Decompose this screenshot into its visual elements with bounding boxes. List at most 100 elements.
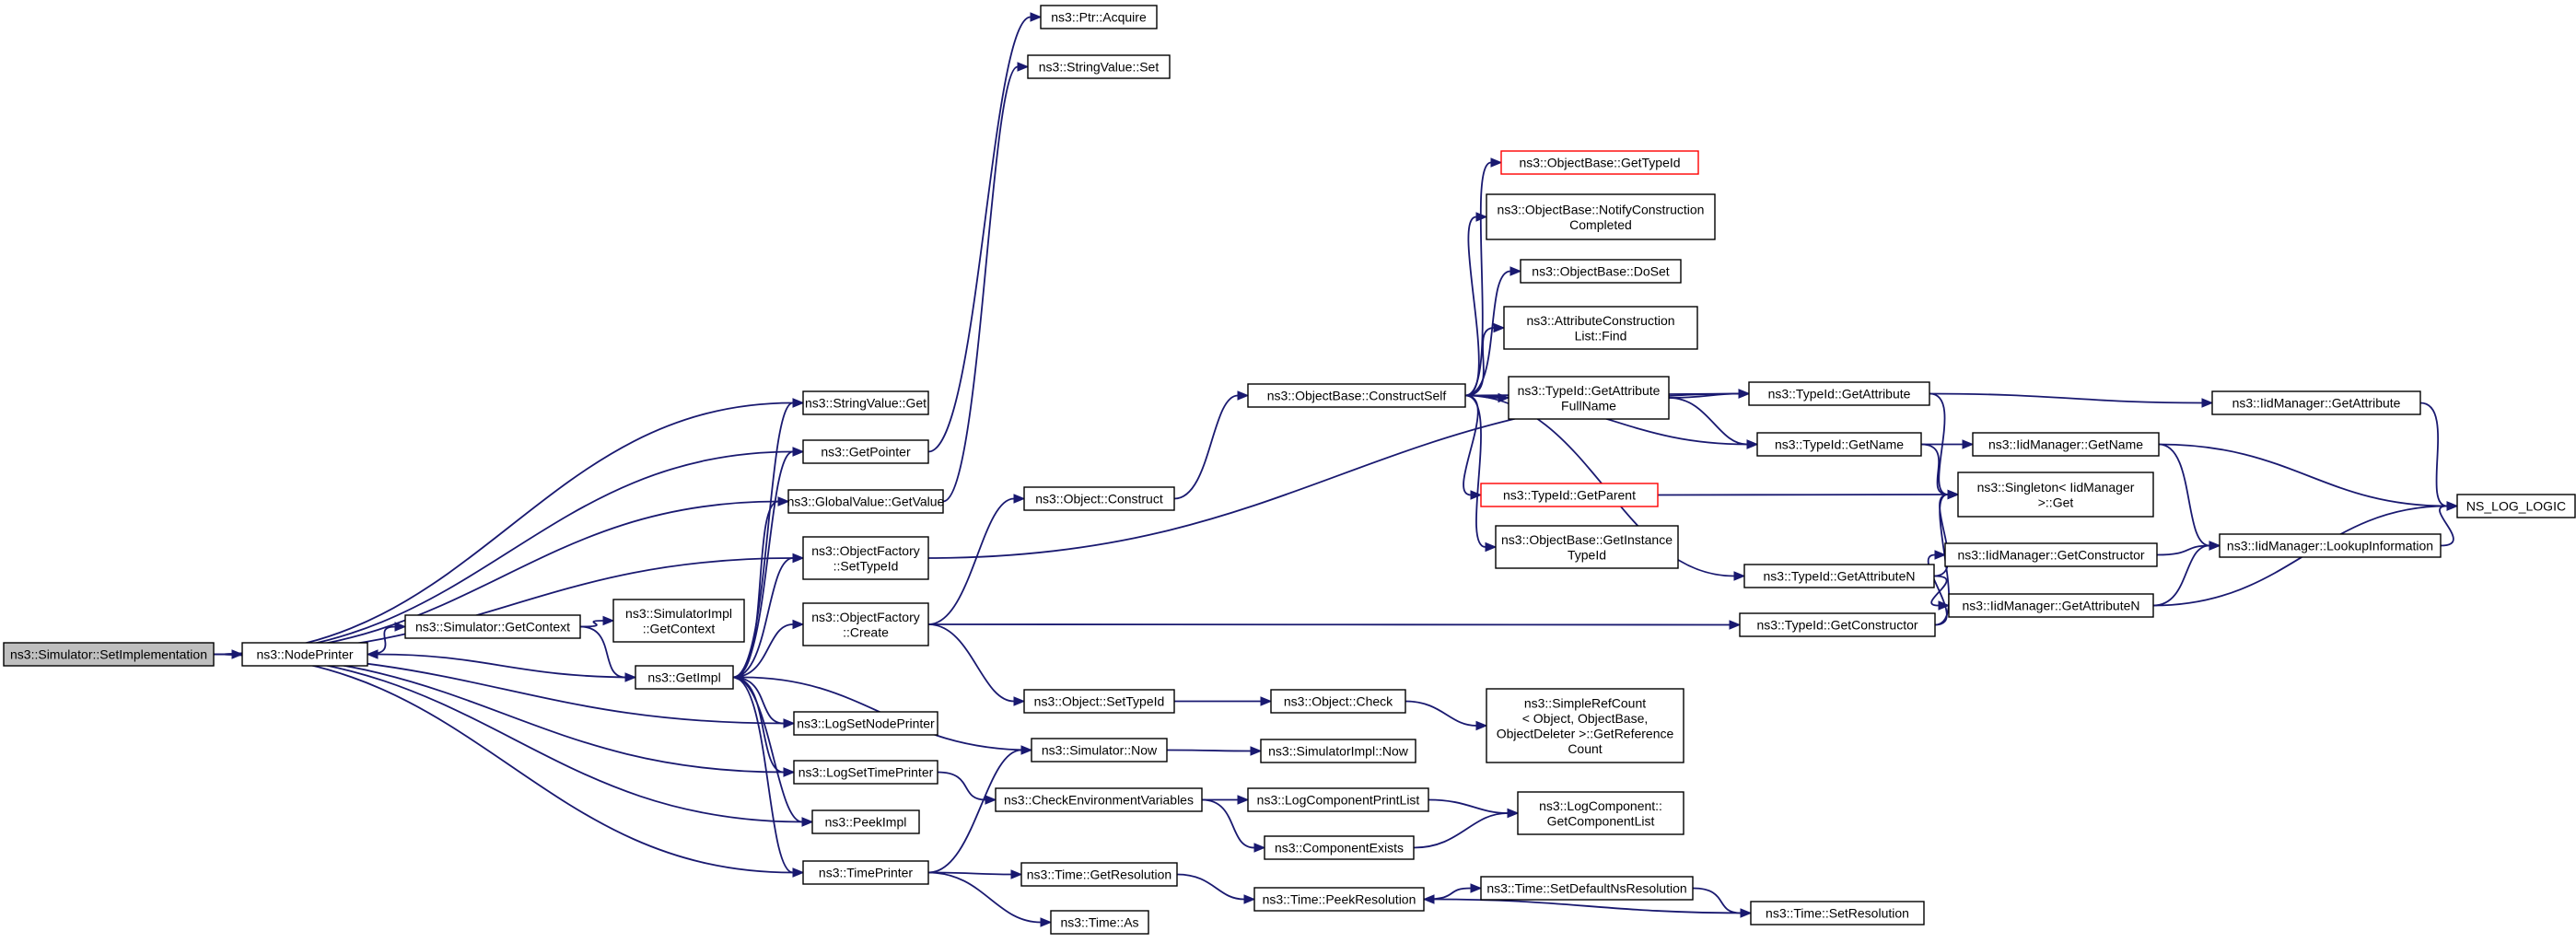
node-getimpl[interactable]: ns3::GetImpl — [635, 665, 734, 690]
node-ob-gettypeid[interactable]: ns3::ObjectBase::GetTypeId — [1500, 150, 1699, 175]
edge-tid_getconstructor-to-iid_getconstructor — [1927, 550, 1948, 626]
node-time-getres[interactable]: ns3::Time::GetResolution — [1020, 862, 1178, 887]
edge-iid_lookupinfo-to-ns_log_logic — [2439, 501, 2459, 547]
node-iid-lookupinfo[interactable]: ns3::IidManager::LookupInformation — [2219, 533, 2442, 558]
node-timeprinter[interactable]: ns3::TimePrinter — [802, 860, 929, 885]
edge-line — [927, 871, 1042, 924]
edge-ob_constructself-to-ob_notify — [1464, 212, 1488, 397]
node-simplerefcount[interactable]: ns3::SimpleRefCount< Object, ObjectBase,… — [1486, 688, 1684, 763]
node-logcomp-getlist[interactable]: ns3::LogComponent::GetComponentList — [1517, 791, 1684, 835]
node-obj-check[interactable]: ns3::Object::Check — [1270, 689, 1406, 714]
node-logcompprintlist[interactable]: ns3::LogComponentPrintList — [1247, 787, 1429, 812]
node-label: < Object, ObjectBase, — [1522, 711, 1649, 726]
node-box — [1027, 54, 1171, 79]
node-ob-doset[interactable]: ns3::ObjectBase::DoSet — [1520, 259, 1682, 284]
node-of-create[interactable]: ns3::ObjectFactory::Create — [802, 602, 929, 646]
node-box — [802, 536, 929, 580]
edge-line — [1920, 443, 1949, 495]
edge-line — [2158, 443, 2210, 547]
node-tid-getattribute[interactable]: ns3::TypeId::GetAttribute — [1748, 381, 1930, 406]
node-label: ns3::Simulator::GetContext — [415, 620, 570, 634]
node-of-settypeid[interactable]: ns3::ObjectFactory::SetTypeId — [802, 536, 929, 580]
node-time-setres[interactable]: ns3::Time::SetResolution — [1750, 901, 1925, 926]
node-tid-getparent[interactable]: ns3::TypeId::GetParent — [1480, 483, 1659, 507]
node-box — [1050, 910, 1149, 935]
node-label: ns3::ComponentExists — [1275, 841, 1404, 856]
node-getpointer[interactable]: ns3::GetPointer — [802, 439, 929, 464]
edge-getpointer-to-ptr_acquire — [927, 12, 1043, 453]
edge-line — [1405, 700, 1477, 727]
node-box — [802, 860, 929, 885]
node-iid-getconstructor[interactable]: ns3::IidManager::GetConstructor — [1944, 542, 2158, 567]
node-singleton-get[interactable]: ns3::Singleton< IidManager>::Get — [1957, 472, 2154, 518]
edge-line — [1463, 394, 1479, 496]
node-logsetnodeprinter[interactable]: ns3::LogSetNodePrinter — [793, 711, 938, 736]
node-sv-get[interactable]: ns3::StringValue::Get — [802, 390, 929, 415]
node-checkenv[interactable]: ns3::CheckEnvironmentVariables — [995, 787, 1203, 812]
node-box — [1743, 564, 1935, 588]
edge-line — [377, 653, 636, 679]
edge-line — [1464, 327, 1495, 397]
node-gv-getvalue[interactable]: ns3::GlobalValue::GetValue — [787, 489, 945, 514]
node-tid-getconstructor[interactable]: ns3::TypeId::GetConstructor — [1739, 612, 1936, 637]
node-box — [635, 665, 734, 690]
node-ob-notify[interactable]: ns3::ObjectBase::NotifyConstructionCompl… — [1486, 193, 1716, 240]
node-box — [1480, 483, 1659, 507]
node-time-as[interactable]: ns3::Time::As — [1050, 910, 1149, 935]
node-sim-now[interactable]: ns3::Simulator::Now — [1031, 738, 1168, 763]
node-label: ns3::GetImpl — [647, 670, 720, 685]
node-box — [1748, 381, 1930, 406]
arrowhead-icon — [1250, 746, 1263, 756]
node-box — [802, 602, 929, 646]
node-box — [995, 787, 1203, 812]
edge-line — [927, 16, 1032, 453]
node-label: ns3::SimulatorImpl — [625, 606, 732, 621]
node-iid-getattributen[interactable]: ns3::IidManager::GetAttributeN — [1948, 593, 2154, 618]
edge-checkenv-to-logcompprintlist — [1201, 795, 1250, 805]
node-label: ns3::CheckEnvironmentVariables — [1004, 793, 1194, 808]
node-label: ns3::GlobalValue::GetValue — [787, 495, 945, 509]
node-iid-getattribute[interactable]: ns3::IidManager::GetAttribute — [2211, 390, 2421, 415]
node-obj-construct[interactable]: ns3::Object::Construct — [1023, 486, 1175, 511]
node-simimpl-now[interactable]: ns3::SimulatorImpl::Now — [1260, 739, 1416, 763]
edge-ob_constructself-to-ob_getinstancetypeid — [1464, 394, 1498, 553]
node-obj-settypeid[interactable]: ns3::Object::SetTypeId — [1023, 689, 1175, 714]
node-label: ns3::Time::SetDefaultNsResolution — [1486, 881, 1686, 896]
node-sv-set[interactable]: ns3::StringValue::Set — [1027, 54, 1171, 79]
node-label: NS_LOG_LOGIC — [2466, 499, 2566, 514]
node-box — [1517, 791, 1684, 835]
node-label: ::SetTypeId — [833, 558, 899, 573]
node-peekimpl[interactable]: ns3::PeekImpl — [811, 809, 920, 834]
arrowhead-icon — [1962, 439, 1975, 449]
node-ns-log-logic[interactable]: NS_LOG_LOGIC — [2456, 494, 2576, 518]
node-sim-getcontext[interactable]: ns3::Simulator::GetContext — [404, 614, 581, 639]
arrowhead-icon — [1934, 550, 1947, 560]
edge-line — [732, 676, 785, 725]
node-iid-getname[interactable]: ns3::IidManager::GetName — [1972, 432, 2160, 457]
node-box — [612, 599, 745, 643]
arrowhead-icon — [783, 767, 796, 777]
node-ob-constructself[interactable]: ns3::ObjectBase::ConstructSelf — [1247, 383, 1466, 408]
node-box — [1480, 876, 1694, 901]
arrowhead-icon — [985, 795, 997, 805]
node-ptr-acquire[interactable]: ns3::Ptr::Acquire — [1040, 5, 1158, 29]
node-tid-getattributen[interactable]: ns3::TypeId::GetAttributeN — [1743, 564, 1935, 588]
edge-ob_constructself-to-attrconstr_find — [1464, 322, 1506, 397]
edge-of_create-to-obj_settypeid — [927, 623, 1026, 706]
node-componentexists[interactable]: ns3::ComponentExists — [1264, 835, 1415, 860]
edge-line — [1201, 798, 1255, 849]
node-nodeprinter[interactable]: ns3::NodePrinter — [241, 642, 368, 667]
arrowhead-icon — [731, 672, 744, 682]
node-label: TypeId — [1568, 547, 1606, 562]
edge-tid_getname-to-iid_getname — [1921, 439, 1975, 449]
node-label: ::Create — [843, 624, 889, 639]
node-logsettimeprinter[interactable]: ns3::LogSetTimePrinter — [793, 760, 938, 785]
node-simimpl-getcontext[interactable]: ns3::SimulatorImpl::GetContext — [612, 599, 745, 643]
node-time-setdefaultns[interactable]: ns3::Time::SetDefaultNsResolution — [1480, 876, 1694, 901]
node-tid-getname[interactable]: ns3::TypeId::GetName — [1756, 432, 1922, 457]
node-root[interactable]: ns3::Simulator::SetImplementation — [3, 642, 215, 667]
node-time-peekres[interactable]: ns3::Time::PeekResolution — [1253, 887, 1425, 912]
